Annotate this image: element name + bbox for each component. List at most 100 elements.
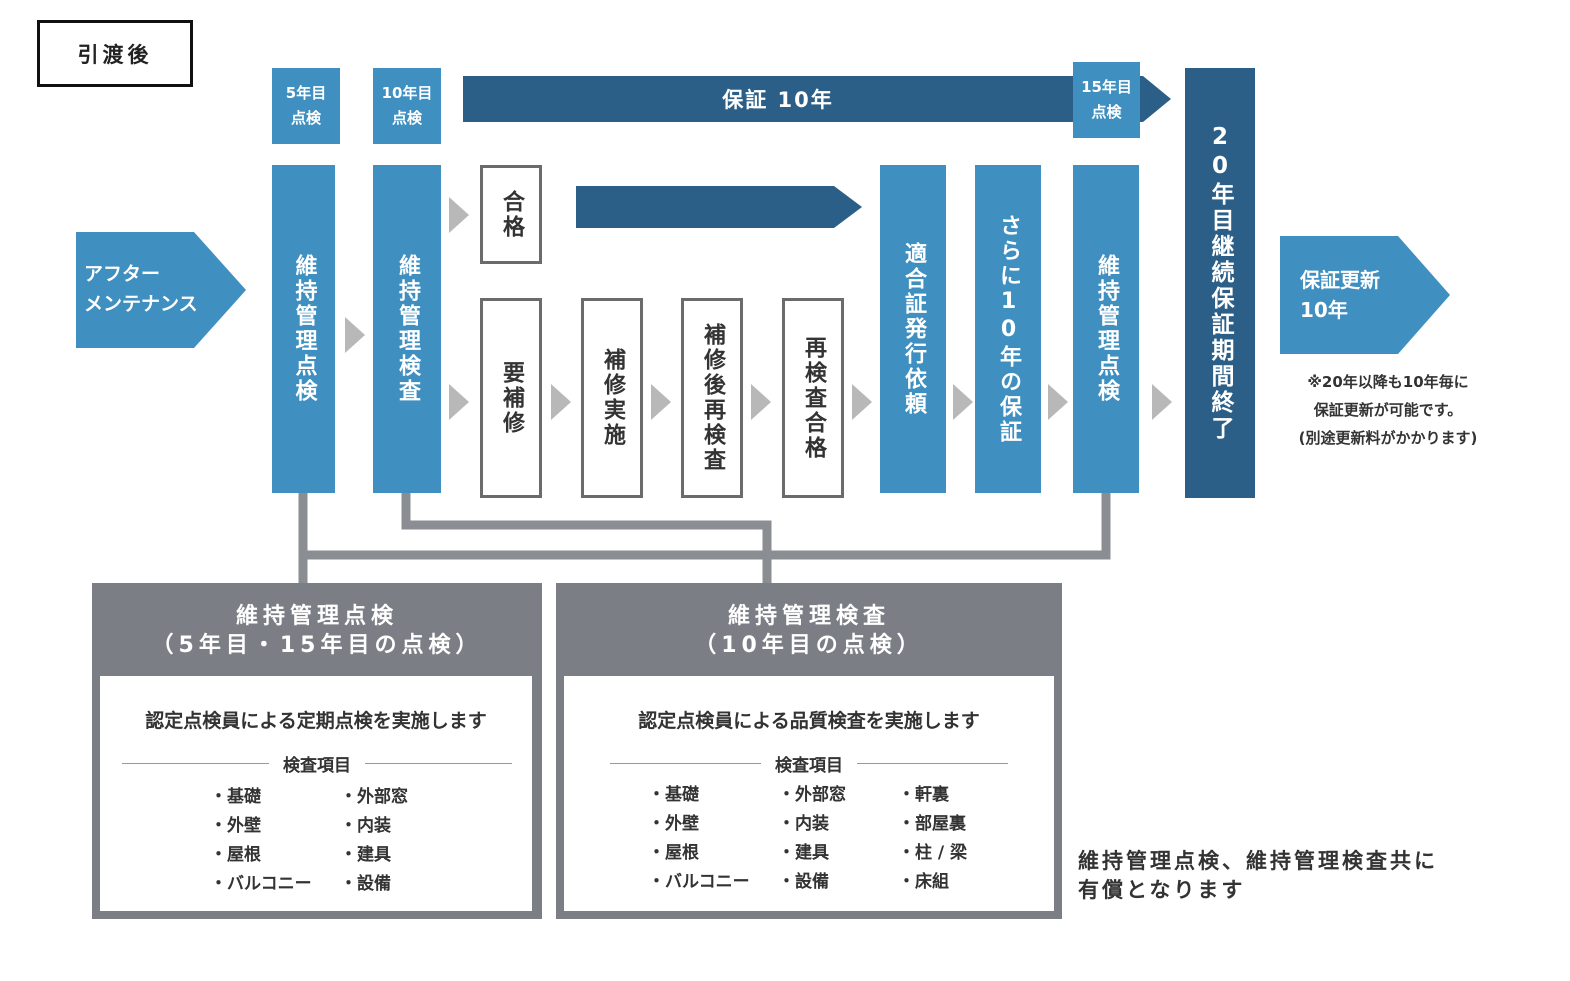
step-maint-inspect-10: 維持管理検査 (373, 165, 441, 493)
renewal-note-line3: (別途更新料がかかります) (1298, 429, 1478, 447)
arrow-1 (345, 317, 365, 353)
renewal-arrow (1280, 236, 1450, 354)
renewal-note-line1: ※20年以降も10年毎に (1307, 373, 1469, 391)
list-item: ・バルコニー (210, 874, 312, 894)
badge-10yr-line1: 10年目 (381, 83, 433, 102)
arrow-3 (651, 384, 671, 420)
divider-line (610, 763, 761, 764)
badge-10yr: 10年目 点検 (373, 68, 441, 144)
list-item: ・屋根 (648, 843, 699, 863)
panel-maint-check-title: 維持管理点検 （5年目・15年目の点検） (92, 593, 542, 671)
list-item: ・建具 (340, 845, 391, 865)
list-item: ・外壁 (648, 814, 699, 834)
step-cert-request-text: 適合証発行依頼 (901, 241, 926, 417)
step-cert-request: 適合証発行依頼 (880, 165, 946, 493)
step-maint-check-15: 維持管理点検 (1073, 165, 1139, 493)
list-item: ・内装 (340, 816, 391, 836)
badge-5yr-line2: 点検 (290, 109, 321, 127)
step-end-20: 20年目継続保証期間終了 (1185, 68, 1255, 498)
arrow-8 (1152, 384, 1172, 420)
panel-maint-inspect-lead: 認定点検員による品質検査を実施します (638, 710, 980, 732)
step-needs-repair-text: 要補修 (499, 360, 524, 436)
pass-long-arrow (576, 186, 862, 228)
after-maintenance-line1: アフター (84, 263, 161, 285)
arrow-2 (551, 384, 571, 420)
after-maintenance-arrow (76, 232, 246, 348)
step-reinspect: 補修後再検査 (681, 298, 743, 498)
renewal-label: 保証更新 10年 (1300, 264, 1420, 326)
list-item: ・建具 (778, 843, 829, 863)
panel-maint-check-title-line1: 維持管理点検 (235, 604, 398, 630)
renewal-note-line2: 保証更新が可能です。 (1313, 401, 1463, 419)
panel-maint-inspect-title-line2: （10年目の点検） (694, 633, 924, 658)
after-maintenance-label: アフター メンテナンス (84, 258, 224, 320)
badge-15yr: 15年目 点検 (1073, 62, 1140, 138)
step-maint-check-5: 維持管理点検 (272, 165, 335, 493)
renewal-line2: 10年 (1300, 298, 1348, 322)
page-title-text: 引渡後 (77, 42, 153, 67)
list-item: ・外壁 (210, 816, 261, 836)
panel-maint-check-col1: ・基礎 ・外壁 ・屋根 ・バルコニー (210, 783, 312, 899)
panel-maint-inspect-title: 維持管理検査 （10年目の点検） (556, 593, 1062, 671)
list-item: ・軒裏 (898, 785, 949, 805)
items-header-label: 検査項目 (775, 756, 843, 776)
list-item: ・屋根 (210, 845, 261, 865)
panel-maint-inspect-body: 認定点検員による品質検査を実施します 検査項目 ・基礎 ・外壁 ・屋根 ・バルコ… (564, 676, 1054, 911)
list-item: ・バルコニー (648, 872, 750, 892)
divider-line (857, 763, 1008, 764)
panel-maint-inspect-col2: ・外部窓 ・内装 ・建具 ・設備 (778, 781, 846, 897)
step-maint-check-15-text: 維持管理点検 (1094, 254, 1119, 404)
arrow-6 (953, 384, 973, 420)
panel-maint-check-body: 認定点検員による定期点検を実施します 検査項目 ・基礎 ・外壁 ・屋根 ・バルコ… (100, 676, 532, 911)
divider-line (365, 763, 512, 764)
renewal-line1: 保証更新 (1300, 268, 1380, 292)
panel-maint-inspect-items-header: 検査項目 (610, 751, 1008, 776)
panel-maint-check-title-line2: （5年目・15年目の点検） (151, 633, 483, 658)
step-repair-done-text: 補修実施 (600, 348, 625, 448)
step-reinspect-text: 補修後再検査 (700, 323, 725, 473)
step-maint-check-5-text: 維持管理点検 (291, 254, 317, 404)
arrow-5 (852, 384, 872, 420)
list-item: ・設備 (778, 872, 829, 892)
renewal-note: ※20年以降も10年毎に 保証更新が可能です。 (別途更新料がかかります) (1272, 368, 1504, 452)
step-needs-repair: 要補修 (480, 298, 542, 498)
list-item: ・基礎 (648, 785, 699, 805)
step-pass: 合格 (480, 165, 542, 264)
step-pass-text: 合格 (499, 189, 524, 240)
badge-15yr-line2: 点検 (1091, 103, 1122, 121)
panel-maint-inspect-col3: ・軒裏 ・部屋裏 ・柱 / 梁 ・床組 (898, 781, 967, 897)
after-maintenance-line2: メンテナンス (84, 293, 198, 315)
footer-note: 維持管理点検、維持管理検査共に 有償となります (1078, 847, 1518, 905)
list-item: ・内装 (778, 814, 829, 834)
arrow-7 (1048, 384, 1068, 420)
panel-maint-check-lead: 認定点検員による定期点検を実施します (145, 710, 487, 732)
panel-maint-check-items-header: 検査項目 (122, 751, 512, 776)
badge-5yr: 5年目 点検 (272, 68, 340, 144)
list-item: ・床組 (898, 872, 949, 892)
panel-maint-inspect-title-line1: 維持管理検査 (727, 604, 890, 630)
list-item: ・外部窓 (340, 787, 408, 807)
list-item: ・基礎 (210, 787, 261, 807)
step-repair-done: 補修実施 (581, 298, 643, 498)
warranty-banner-arrow (463, 76, 1171, 122)
list-item: ・部屋裏 (898, 814, 966, 834)
divider-line (122, 763, 269, 764)
panel-maint-inspect-col1: ・基礎 ・外壁 ・屋根 ・バルコニー (648, 781, 750, 897)
page-title: 引渡後 (37, 20, 193, 87)
panel-maint-inspect: 維持管理検査 （10年目の点検） 認定点検員による品質検査を実施します 検査項目… (556, 583, 1062, 919)
step-reinspect-pass: 再検査合格 (782, 298, 844, 498)
arrow-to-needs-repair (449, 384, 469, 420)
arrow-4 (751, 384, 771, 420)
step-end-20-text: 20年目継続保証期間終了 (1207, 124, 1233, 442)
step-further-10-text: さらに10年の保証 (996, 213, 1021, 445)
connector-15yr (303, 492, 1111, 560)
panel-maint-check-col2: ・外部窓 ・内装 ・建具 ・設備 (340, 783, 408, 899)
list-item: ・外部窓 (778, 785, 846, 805)
badge-15yr-line1: 15年目 (1081, 77, 1132, 96)
badge-5yr-line1: 5年目 (285, 83, 327, 102)
items-header-label: 検査項目 (283, 756, 351, 776)
warranty-banner-label: 保証 10年 (463, 76, 1093, 122)
panel-maint-check: 維持管理点検 （5年目・15年目の点検） 認定点検員による定期点検を実施します … (92, 583, 542, 919)
footer-note-line2: 有償となります (1078, 878, 1246, 902)
